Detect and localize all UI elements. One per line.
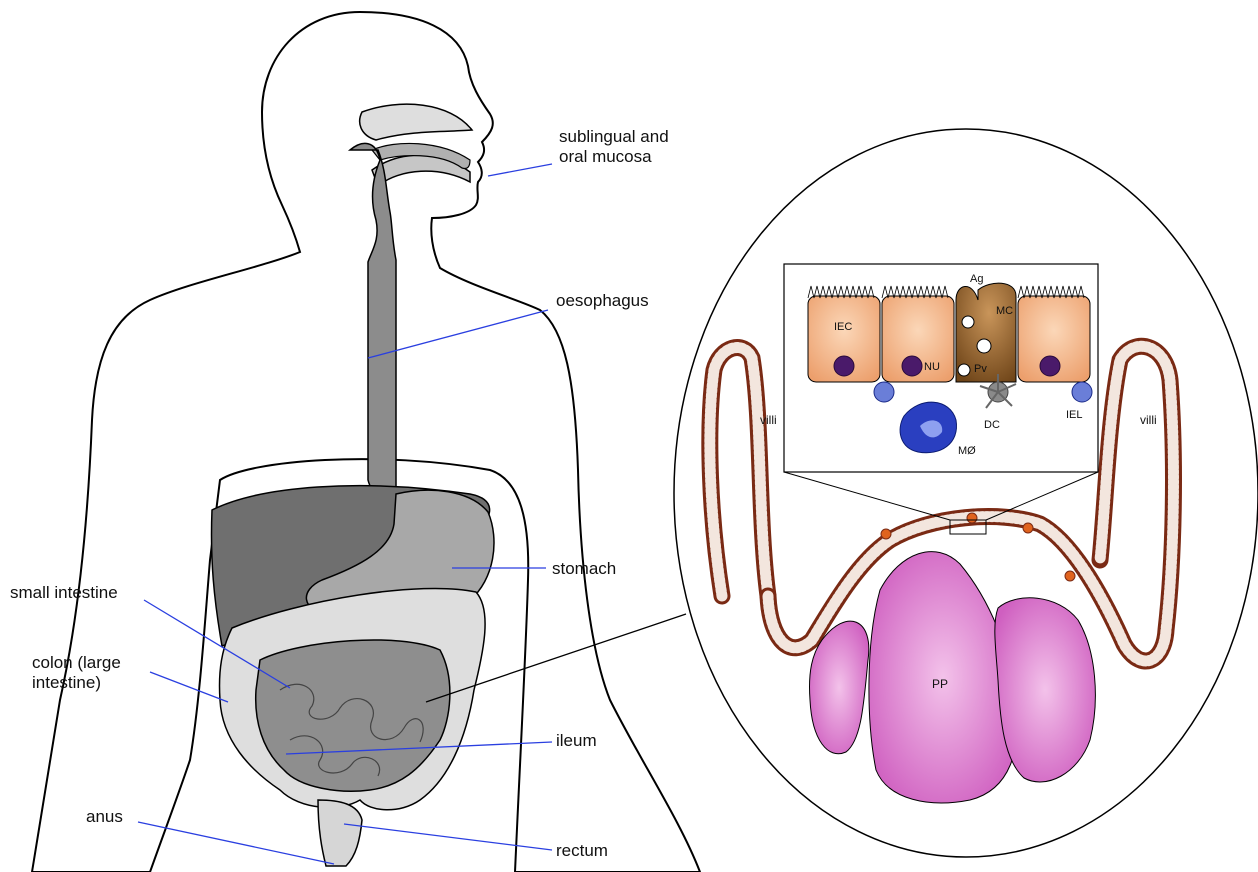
rectum-organ	[318, 800, 362, 866]
label-ileum: ileum	[556, 731, 597, 750]
label-villi-left: villi	[760, 413, 777, 427]
label-nu: NU	[924, 361, 940, 373]
label-colon-line1: colon (large	[32, 653, 121, 672]
label-iec: IEC	[834, 321, 852, 333]
label-sublingual-line1: sublingual and	[559, 127, 669, 146]
epithelium-detail-box: IEC NU Ag MC Pv DC IEL MØ	[784, 264, 1098, 472]
label-oesophagus: oesophagus	[556, 291, 649, 310]
label-rectum: rectum	[556, 841, 608, 860]
label-villi-right: villi	[1140, 413, 1157, 427]
label-dc: DC	[984, 419, 1000, 431]
label-pv: Pv	[974, 363, 987, 375]
label-sublingual-line2: oral mucosa	[559, 147, 652, 166]
label-macrophage: MØ	[958, 445, 976, 457]
label-iel: IEL	[1066, 409, 1083, 421]
label-colon-line2: intestine)	[32, 673, 101, 692]
label-small-intestine: small intestine	[10, 583, 118, 602]
label-ag: Ag	[970, 273, 983, 285]
label-mc: MC	[996, 305, 1013, 317]
label-stomach: stomach	[552, 559, 616, 578]
label-pp: PP	[932, 677, 948, 691]
label-anus: anus	[86, 807, 123, 826]
